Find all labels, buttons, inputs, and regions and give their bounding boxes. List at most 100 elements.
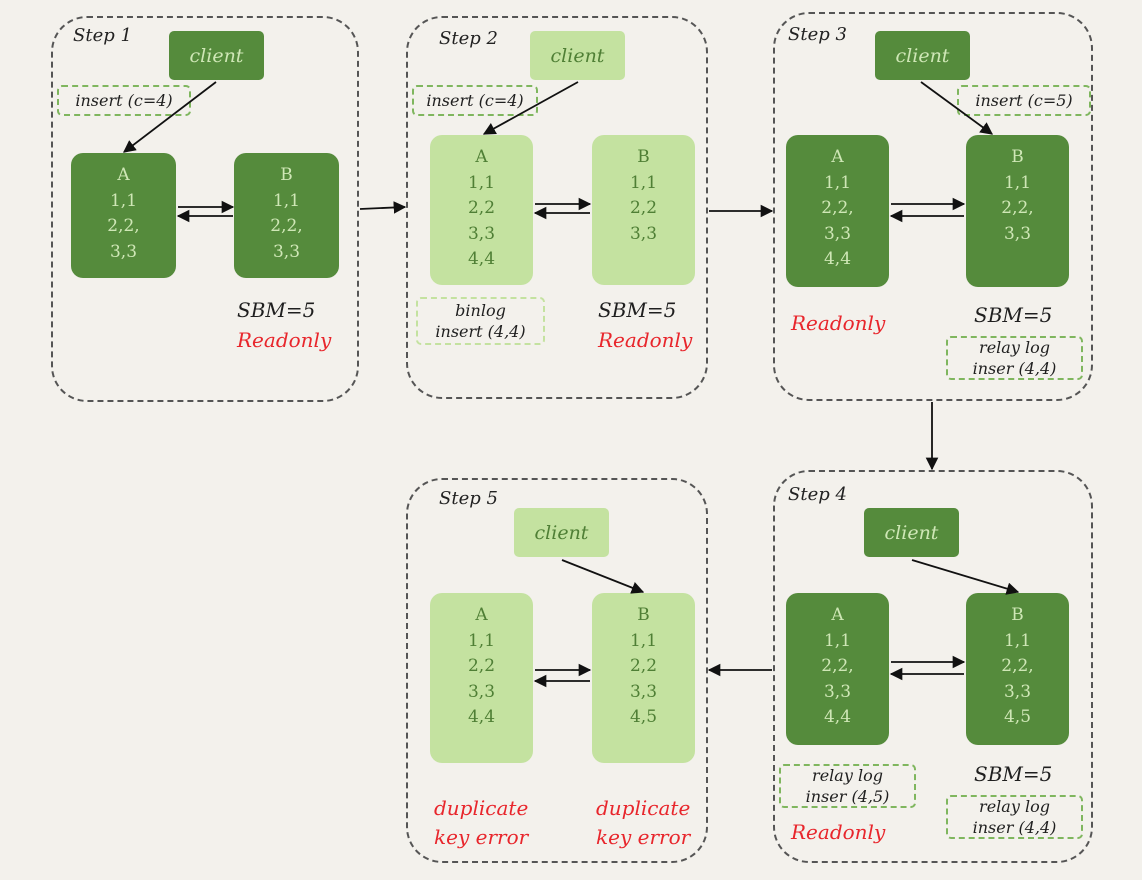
node-b-row: 3,3 — [1003, 681, 1032, 702]
step-3-panel — [773, 12, 1093, 401]
error-line: key error — [596, 825, 691, 849]
node-a-row: 2,2, — [107, 216, 140, 236]
error-line: duplicate — [596, 796, 691, 820]
step-1-readonly: Readonly — [237, 328, 332, 352]
node-a-row: 3,3 — [109, 241, 138, 262]
node-b-name: B — [1011, 147, 1024, 167]
step-2-binlog-note: binlog insert (4,4) — [416, 297, 545, 345]
step-5-label: Step 5 — [439, 488, 498, 509]
step-4-node-a: A 1,1 2,2, 3,3 4,4 — [786, 593, 889, 745]
step-3-insert-text: insert (c=5) — [975, 91, 1073, 110]
step-3-node-a: A 1,1 2,2, 3,3 4,4 — [786, 135, 889, 287]
node-a-row: 1,1 — [467, 630, 496, 651]
step-2-panel — [406, 16, 708, 399]
step-2-readonly: Readonly — [598, 328, 693, 352]
node-b-row: 1,1 — [272, 190, 301, 211]
step-4-relay-log-a-note: relay log inser (4,5) — [779, 764, 916, 808]
node-b-row: 1,1 — [1003, 630, 1032, 651]
node-a-row: 1,1 — [823, 172, 852, 193]
node-b-row: 3,3 — [1003, 223, 1032, 244]
node-a-name: A — [831, 147, 844, 167]
node-b-row: 1,1 — [629, 172, 658, 193]
relay-log-line: inser (4,4) — [972, 359, 1057, 378]
node-b-row: 2,2, — [1001, 198, 1034, 218]
step-2-sbm: SBM=5 — [598, 298, 677, 322]
step-1-label: Step 1 — [73, 25, 132, 46]
step-1-client: client — [169, 31, 264, 80]
node-b-row: 3,3 — [629, 681, 658, 702]
step-3-insert-note: insert (c=5) — [957, 85, 1091, 116]
step-3-node-b: B 1,1 2,2, 3,3 — [966, 135, 1069, 287]
node-a-name: A — [475, 147, 488, 167]
step-1-insert-text: insert (c=4) — [75, 91, 173, 110]
error-line: key error — [434, 825, 529, 849]
step-2-insert-note: insert (c=4) — [412, 85, 538, 116]
node-b-row: 1,1 — [1003, 172, 1032, 193]
node-b-row: 2,2, — [1001, 656, 1034, 676]
node-a-name: A — [117, 165, 130, 185]
step-4-readonly: Readonly — [791, 820, 886, 844]
node-b-row: 4,5 — [629, 707, 658, 727]
node-a-row: 1,1 — [823, 630, 852, 651]
node-b-row: 3,3 — [272, 241, 301, 262]
step-1-node-b: B 1,1 2,2, 3,3 — [234, 153, 339, 278]
node-b-row: 2,2 — [629, 198, 658, 218]
node-b-row: 2,2 — [629, 656, 658, 676]
step-4-panel — [773, 470, 1093, 863]
step-5-node-b: B 1,1 2,2 3,3 4,5 — [592, 593, 695, 763]
node-b-name: B — [637, 605, 650, 625]
node-a-row: 2,2, — [821, 656, 854, 676]
step-4-sbm: SBM=5 — [974, 762, 1053, 786]
step-4-label: Step 4 — [788, 484, 847, 505]
step-4-node-b: B 1,1 2,2, 3,3 4,5 — [966, 593, 1069, 745]
relay-log-line: relay log — [812, 766, 883, 785]
node-a-row: 3,3 — [467, 223, 496, 244]
node-a-name: A — [831, 605, 844, 625]
binlog-line: insert (4,4) — [435, 322, 526, 341]
step-2-client: client — [530, 31, 625, 80]
node-a-row: 2,2 — [467, 656, 496, 676]
relay-log-line: inser (4,5) — [805, 787, 890, 806]
node-b-name: B — [1011, 605, 1024, 625]
node-b-row: 4,5 — [1003, 707, 1032, 727]
node-a-row: 4,4 — [823, 249, 852, 269]
node-b-row: 3,3 — [629, 223, 658, 244]
step-3-readonly: Readonly — [791, 311, 886, 335]
step-1-node-a: A 1,1 2,2, 3,3 — [71, 153, 176, 278]
step-1-panel — [51, 16, 359, 402]
node-a-row: 2,2, — [821, 198, 854, 218]
step-5-client: client — [514, 508, 609, 557]
step-2-node-a: A 1,1 2,2 3,3 4,4 — [430, 135, 533, 285]
step-5-error-a: duplicate key error — [434, 794, 528, 852]
step-2-insert-text: insert (c=4) — [426, 91, 524, 110]
step-4-client: client — [864, 508, 959, 557]
node-a-row: 4,4 — [467, 707, 496, 727]
step-5-error-b: duplicate key error — [596, 794, 690, 852]
binlog-line: binlog — [455, 301, 506, 320]
step-5-panel — [406, 478, 708, 863]
node-b-row: 1,1 — [629, 630, 658, 651]
node-a-row: 3,3 — [823, 223, 852, 244]
node-b-name: B — [280, 165, 293, 185]
relay-log-line: relay log — [979, 338, 1050, 357]
relay-log-line: inser (4,4) — [972, 818, 1057, 837]
relay-log-line: relay log — [979, 797, 1050, 816]
node-a-row: 1,1 — [109, 190, 138, 211]
node-a-row: 1,1 — [467, 172, 496, 193]
node-a-row: 3,3 — [467, 681, 496, 702]
step-3-relay-log-note: relay log inser (4,4) — [946, 336, 1083, 380]
step-4-relay-log-b-note: relay log inser (4,4) — [946, 795, 1083, 839]
node-b-name: B — [637, 147, 650, 167]
node-a-row: 3,3 — [823, 681, 852, 702]
node-a-name: A — [475, 605, 488, 625]
step-5-node-a: A 1,1 2,2 3,3 4,4 — [430, 593, 533, 763]
step-1-insert-note: insert (c=4) — [57, 85, 191, 116]
step-3-label: Step 3 — [788, 24, 847, 45]
node-a-row: 4,4 — [823, 707, 852, 727]
step-1-sbm: SBM=5 — [237, 298, 316, 322]
node-b-row: 2,2, — [270, 216, 303, 236]
step-1-to-2-arrow — [359, 201, 407, 214]
node-a-row: 2,2 — [467, 198, 496, 218]
step-3-sbm: SBM=5 — [974, 303, 1053, 327]
node-a-row: 4,4 — [467, 249, 496, 269]
